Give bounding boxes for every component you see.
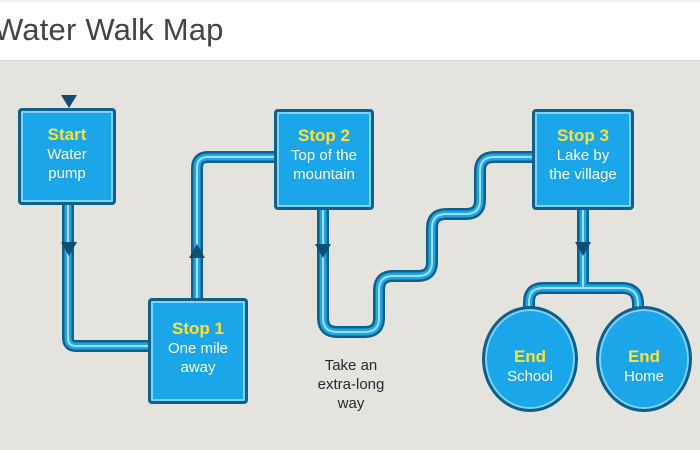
end-home-subtitle: Home xyxy=(623,368,664,385)
page-title: Water Walk Map xyxy=(0,12,224,47)
stop1-title: Stop 1 xyxy=(172,319,224,338)
start-title: Start xyxy=(47,125,87,144)
header-bar: Water Walk Map xyxy=(0,0,700,61)
stop-2-box: Stop 2 Top of the mountain xyxy=(274,109,374,210)
stop3-subtitle: Lake by the village xyxy=(549,147,617,183)
stop2-subtitle: Top of the mountain xyxy=(291,147,357,183)
end-school-circle: End School xyxy=(482,306,578,412)
end-home-title: End xyxy=(627,347,661,366)
path-start-to-stop1 xyxy=(62,199,156,352)
arrow-into-start xyxy=(61,95,77,108)
stop-1-box: Stop 1 One mile away xyxy=(148,298,248,404)
arrow-stop3-down xyxy=(575,242,591,256)
end-home-circle: End Home xyxy=(596,306,692,412)
header-shadow xyxy=(0,0,700,4)
arrow-start-down xyxy=(61,242,77,256)
extra-long-way-note: Take an extra-long way xyxy=(317,357,385,412)
arrow-up-to-stop2 xyxy=(189,244,205,258)
stop1-subtitle: One mile away xyxy=(167,340,229,376)
stop3-title: Stop 3 xyxy=(557,126,609,145)
stop-3-box: Stop 3 Lake by the village xyxy=(532,109,634,210)
end-school-title: End xyxy=(513,347,547,366)
arrow-stop2-down xyxy=(315,244,331,258)
stop2-title: Stop 2 xyxy=(298,126,350,145)
end-school-subtitle: School xyxy=(507,368,553,385)
start-subtitle: Water pump xyxy=(47,146,87,182)
path-stop1-to-stop2 xyxy=(191,151,284,306)
stop-start-box: Start Water pump xyxy=(18,108,116,205)
